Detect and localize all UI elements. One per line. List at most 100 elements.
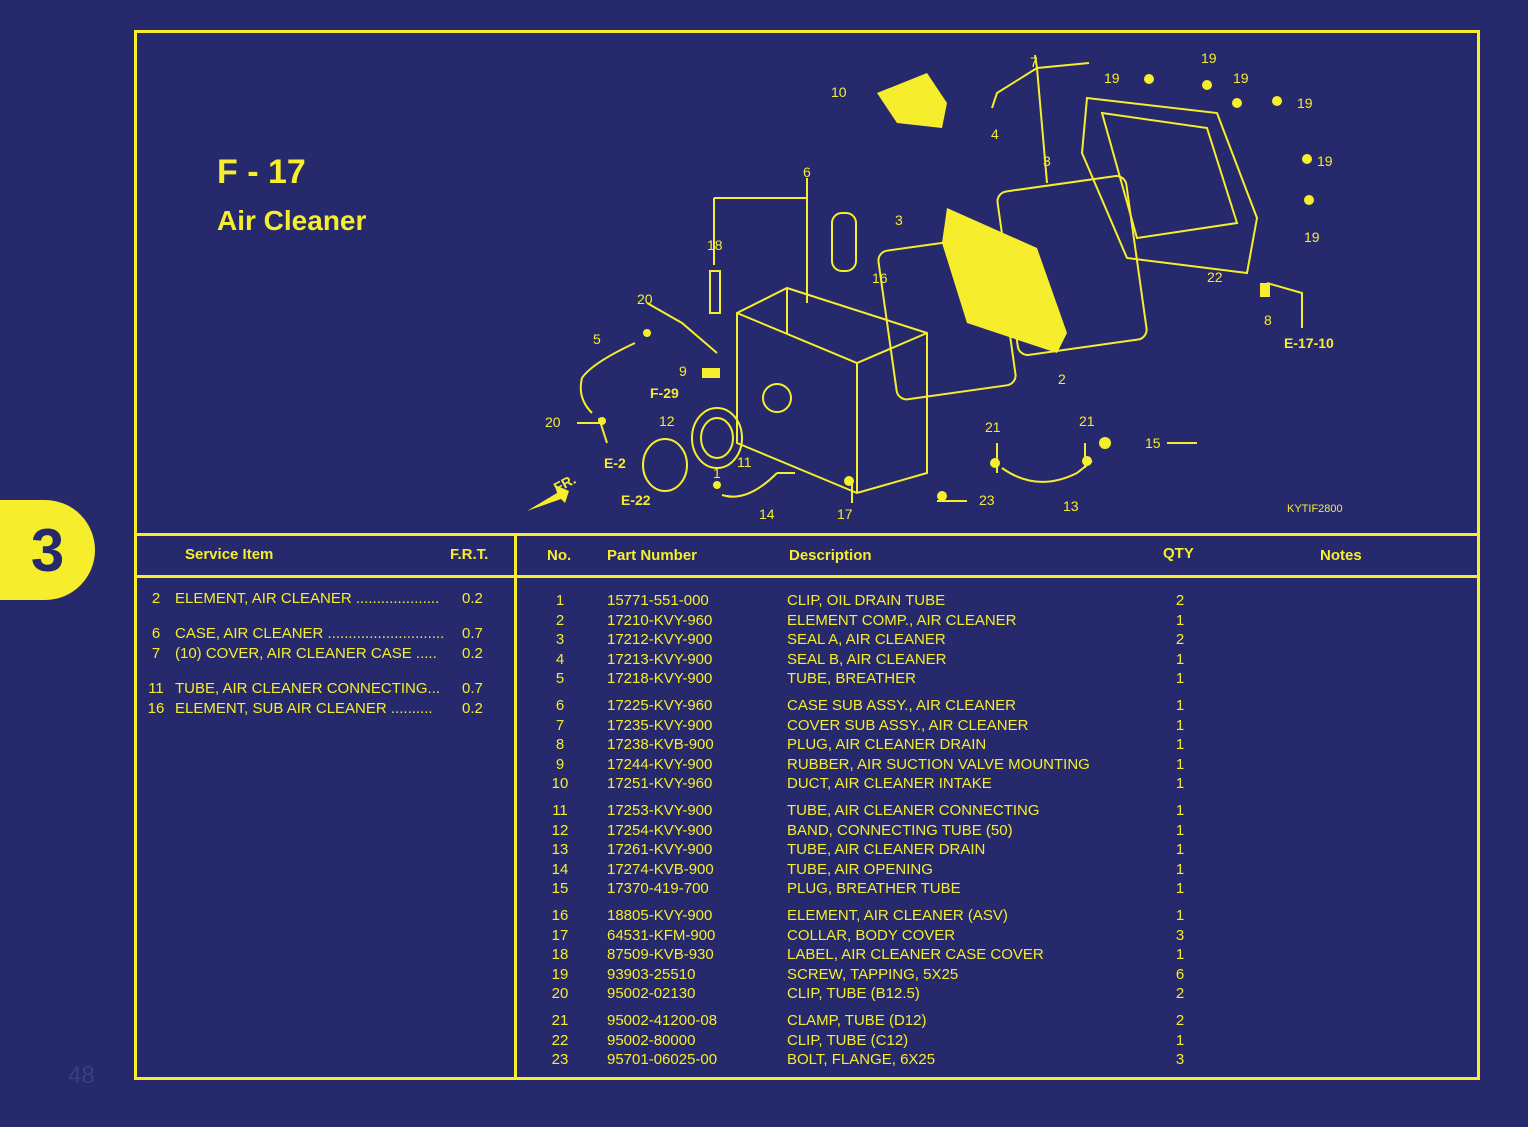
figure-title: Air Cleaner bbox=[217, 205, 367, 236]
figure-code: F - 17 bbox=[217, 153, 306, 191]
part-qty: 1 bbox=[1175, 907, 1185, 924]
section-tab[interactable]: 3 bbox=[0, 500, 95, 600]
label-part bbox=[709, 270, 721, 314]
svg-text:7: 7 bbox=[1030, 54, 1038, 70]
svg-text:16: 16 bbox=[872, 270, 888, 286]
part-number: 17253-KVY-900 bbox=[607, 802, 713, 819]
part-description: DUCT, AIR CLEANER INTAKE bbox=[787, 775, 992, 792]
part-number: 15771-551-000 bbox=[607, 592, 709, 609]
part-no: 2 bbox=[555, 611, 565, 629]
part-description: TUBE, AIR CLEANER CONNECTING bbox=[787, 802, 1040, 819]
part-number: 17210-KVY-960 bbox=[607, 611, 713, 629]
svg-text:23: 23 bbox=[979, 492, 995, 508]
part-number: 17261-KVY-900 bbox=[607, 841, 713, 858]
part-number: 95002-41200-08 bbox=[607, 1012, 718, 1029]
service-item-header: Service Item bbox=[185, 546, 274, 563]
part-number: 17225-KVY-960 bbox=[607, 697, 713, 714]
svg-text:3: 3 bbox=[1043, 153, 1051, 169]
part-qty: 6 bbox=[1175, 965, 1185, 983]
part-qty: 1 bbox=[1175, 650, 1185, 668]
svg-text:10: 10 bbox=[831, 84, 847, 100]
svg-text:19: 19 bbox=[1317, 153, 1333, 169]
part-number: 95002-80000 bbox=[607, 1031, 696, 1049]
part-qty: 1 bbox=[1175, 1031, 1185, 1049]
part-number: 95701-06025-00 bbox=[607, 1051, 718, 1068]
part-description: PLUG, BREATHER TUBE bbox=[787, 880, 961, 897]
no-header: No. bbox=[547, 547, 572, 564]
svg-text:15: 15 bbox=[1145, 435, 1161, 451]
part-description: LABEL, AIR CLEANER CASE COVER bbox=[787, 946, 1044, 963]
part-qty: 1 bbox=[1175, 670, 1185, 687]
part-description: CASE SUB ASSY., AIR CLEANER bbox=[787, 697, 1016, 714]
svg-text:19: 19 bbox=[1297, 95, 1313, 111]
ref-e-2: E-2 bbox=[604, 455, 626, 471]
svg-text:22: 22 bbox=[1207, 269, 1223, 285]
part-qty: 2 bbox=[1175, 592, 1185, 609]
part-qty: 3 bbox=[1175, 1051, 1185, 1068]
sub-element-part bbox=[831, 212, 857, 272]
front-label: FR. bbox=[551, 471, 578, 496]
svg-text:12: 12 bbox=[659, 413, 675, 429]
part-number: 95002-02130 bbox=[607, 985, 696, 1002]
part-no: 15 bbox=[551, 880, 569, 897]
part-qty: 1 bbox=[1175, 860, 1185, 878]
part-no: 23 bbox=[551, 1051, 569, 1068]
part-description: TUBE, AIR CLEANER DRAIN bbox=[787, 841, 986, 858]
svg-text:19: 19 bbox=[1233, 70, 1249, 86]
svg-text:17: 17 bbox=[837, 506, 853, 522]
part-qty: 1 bbox=[1175, 802, 1185, 819]
part-number: 17274-KVB-900 bbox=[607, 860, 714, 878]
frt-header: F.R.T. bbox=[450, 546, 489, 563]
part-no: 16 bbox=[551, 907, 569, 924]
part-description: COVER SUB ASSY., AIR CLEANER bbox=[787, 716, 1029, 734]
drain-tube-part bbox=[1001, 460, 1093, 483]
part-no: 3 bbox=[555, 631, 565, 648]
svg-text:18: 18 bbox=[707, 237, 723, 253]
svg-text:8: 8 bbox=[1264, 312, 1272, 328]
part-description: PLUG, AIR CLEANER DRAIN bbox=[787, 736, 987, 753]
part-no: 12 bbox=[551, 821, 569, 839]
diagram-area: F - 17 Air Cleaner bbox=[137, 33, 1477, 536]
part-qty: 1 bbox=[1175, 697, 1185, 714]
part-description: CLIP, TUBE (C12) bbox=[787, 1031, 909, 1049]
part-number: 18805-KVY-900 bbox=[607, 907, 713, 924]
svg-text:4: 4 bbox=[991, 126, 999, 142]
catalog-frame: F - 17 Air Cleaner bbox=[134, 30, 1480, 1080]
part-description: CLIP, TUBE (B12.5) bbox=[787, 985, 920, 1002]
svg-text:19: 19 bbox=[1201, 50, 1217, 66]
service-row: 7(10) COVER, AIR CLEANER CASE .....0.2 bbox=[151, 645, 483, 662]
part-description: SCREW, TAPPING, 5X25 bbox=[787, 965, 959, 983]
part-qty: 2 bbox=[1175, 1012, 1185, 1029]
part-description: CLIP, OIL DRAIN TUBE bbox=[787, 592, 946, 609]
part-description: COLLAR, BODY COVER bbox=[787, 926, 956, 944]
diagram-code: KYTIF2800 bbox=[1287, 503, 1343, 515]
screw-group bbox=[598, 74, 1314, 501]
part-number: 17218-KVY-900 bbox=[607, 670, 713, 687]
breather-tube-part bbox=[579, 342, 636, 414]
part-no: 11 bbox=[552, 802, 568, 819]
part-no: 17 bbox=[551, 926, 569, 944]
description-header: Description bbox=[789, 547, 872, 564]
front-arrow-icon bbox=[527, 485, 569, 511]
svg-text:20: 20 bbox=[637, 291, 653, 307]
svg-text:14: 14 bbox=[759, 506, 775, 522]
ref-f-29: F-29 bbox=[650, 385, 679, 401]
part-qty: 1 bbox=[1175, 841, 1185, 858]
part-no: 10 bbox=[551, 775, 569, 792]
part-qty: 1 bbox=[1175, 821, 1185, 839]
part-number: 17370-419-700 bbox=[607, 880, 709, 897]
